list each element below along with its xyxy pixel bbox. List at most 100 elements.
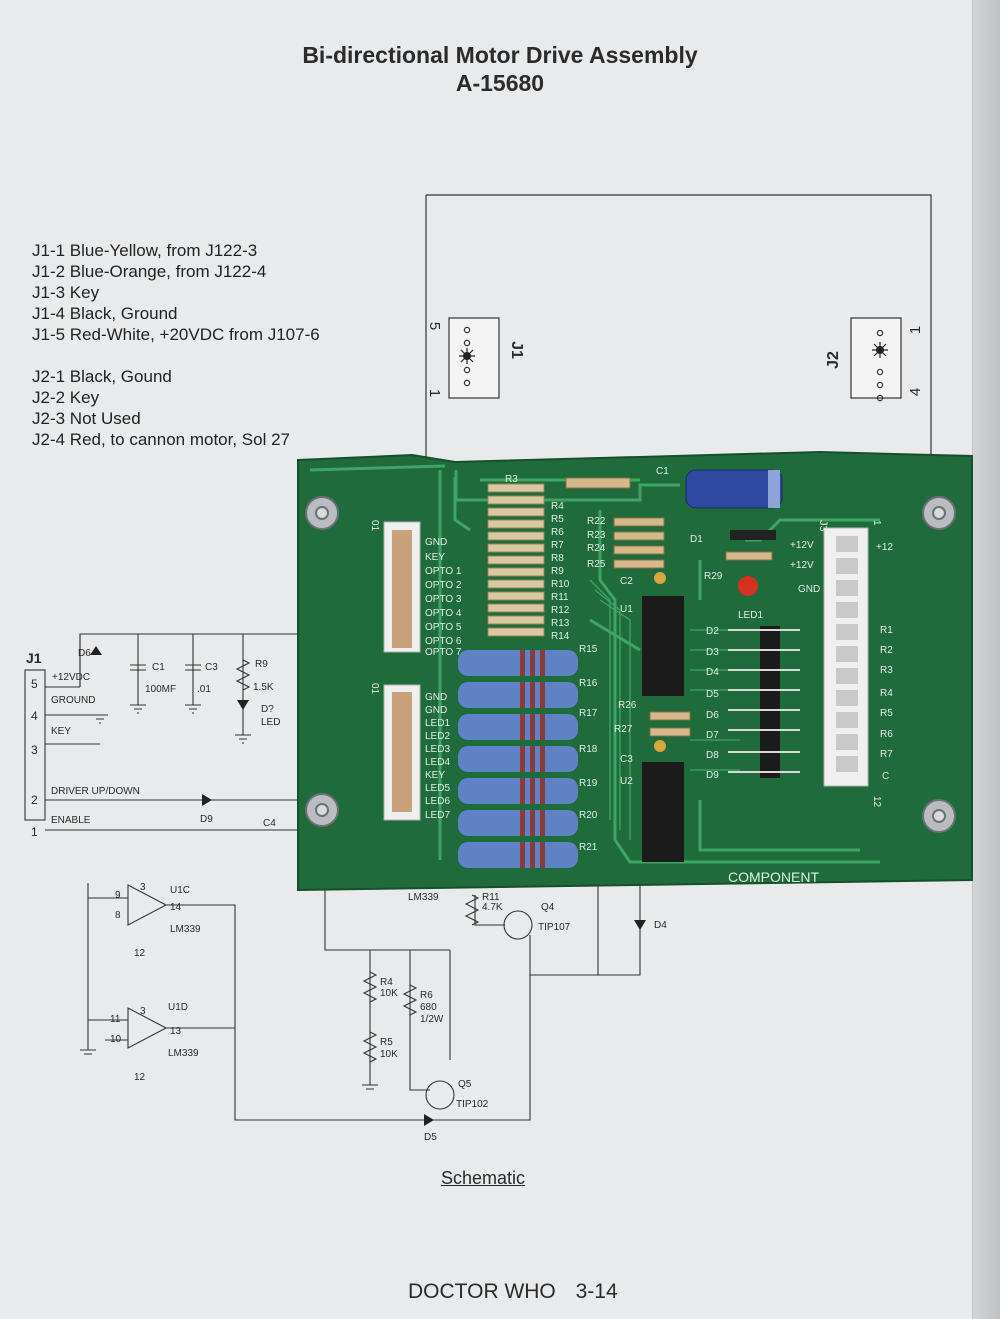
note-j1-5: J1-5 Red-White, +20VDC from J107-6 xyxy=(32,325,320,344)
pcb-j3-r3: R3 xyxy=(880,665,893,676)
top-wiring xyxy=(425,194,932,460)
pcb-led3: LED3 xyxy=(425,744,450,755)
q5-part: TIP102 xyxy=(456,1099,489,1110)
pcb-d8: D8 xyxy=(706,750,719,761)
d9-label: D9 xyxy=(200,814,213,825)
pcb-r27: R27 xyxy=(614,724,633,735)
pcb-r22: R22 xyxy=(587,516,606,527)
pcb-r6: R6 xyxy=(551,527,564,538)
r9-value: 1.5K xyxy=(253,682,274,693)
u1c-pin9: 9 xyxy=(115,890,121,901)
pcb-j3-r4: R4 xyxy=(880,688,893,699)
pcb-d3: D3 xyxy=(706,647,719,658)
u1d-pin12: 12 xyxy=(134,1072,146,1083)
pcb-gnd: GND xyxy=(798,584,820,595)
pcb-led1-label: LED1 xyxy=(738,610,763,621)
pcb-r11: R11 xyxy=(551,592,569,603)
pcb-d6: D6 xyxy=(706,710,719,721)
sch-j1-name: J1 xyxy=(26,650,42,666)
pcb-d5: D5 xyxy=(706,689,719,700)
q4-part: TIP107 xyxy=(538,922,571,933)
pcb-plus12v-b: +12V xyxy=(790,560,814,571)
note-j2-3: J2-3 Not Used xyxy=(32,409,141,428)
c4-label: C4 xyxy=(263,818,276,829)
pcb-r17: R17 xyxy=(579,708,598,719)
resistor-stack-upper xyxy=(487,483,545,637)
pcb-r14: R14 xyxy=(551,631,570,642)
pcb-opto6: OPTO 6 xyxy=(425,636,462,647)
pcb-j3-pin12: 12 xyxy=(871,796,882,808)
pcb-r19: R19 xyxy=(579,778,598,789)
u1c-pin3: 3 xyxy=(140,882,146,893)
pcb-r8: R8 xyxy=(551,553,564,564)
sch-j1-pin5: 5 xyxy=(31,677,38,691)
pcb-d4: D4 xyxy=(706,667,719,678)
j2-top-connector xyxy=(850,317,902,399)
schematic-lines xyxy=(24,633,641,1121)
pcb-r4: R4 xyxy=(551,501,564,512)
note-j1-4: J1-4 Black, Ground xyxy=(32,304,178,323)
q4-label: Q4 xyxy=(541,902,555,913)
pcb-j3-pin1: 1 xyxy=(871,520,882,526)
r5-value: 10K xyxy=(380,1049,398,1060)
d4-label: D4 xyxy=(654,920,667,931)
u1c-label: U1C xyxy=(170,885,190,896)
led-ref: D? xyxy=(261,704,274,715)
r11-value: 4.7K xyxy=(482,902,503,913)
pcb-plus12v-a: +12V xyxy=(790,540,814,551)
pcb-j3-r7: R7 xyxy=(880,749,893,760)
diode-d1 xyxy=(730,530,776,540)
pcb-led4: LED4 xyxy=(425,757,450,768)
pcb-led7: LED7 xyxy=(425,810,450,821)
pcb-j3-r5: R5 xyxy=(880,708,893,719)
pcb-d2: D2 xyxy=(706,626,719,637)
pcb-j3-r6: R6 xyxy=(880,729,893,740)
pcb-r25: R25 xyxy=(587,559,606,570)
pcb-lower-gnd1: GND xyxy=(425,692,447,703)
r9-label: R9 xyxy=(255,659,268,670)
j1-top-pin-high: 5 xyxy=(426,322,443,330)
pcb-led6: LED6 xyxy=(425,796,450,807)
led1 xyxy=(738,576,758,596)
pcb-r3: R3 xyxy=(505,474,518,485)
note-j1-1: J1-1 Blue-Yellow, from J122-3 xyxy=(32,241,258,260)
ic-u2 xyxy=(642,762,684,862)
part-number: A-15680 xyxy=(455,70,545,96)
pcb-opto2: OPTO 2 xyxy=(425,580,462,591)
pcb-left-key: KEY xyxy=(425,552,445,563)
c1-label: C1 xyxy=(152,662,165,673)
schematic-j1-box xyxy=(24,669,46,821)
c1-value: 100MF xyxy=(145,684,176,695)
sch-j1-pin1: 1 xyxy=(31,825,38,839)
pcb-r16: R16 xyxy=(579,678,598,689)
pcb-led5: LED5 xyxy=(425,783,450,794)
j2-top-pin-low: 4 xyxy=(907,388,924,396)
j1-top-label: J1 xyxy=(508,341,525,359)
u1d-pin13: 13 xyxy=(170,1026,182,1037)
u1d-pin10: 10 xyxy=(110,1034,122,1045)
u1c-pin8: 8 xyxy=(115,910,121,921)
pcb-r18: R18 xyxy=(579,744,598,755)
sch-j1-pin2: 2 xyxy=(31,793,38,807)
pcb-d1: D1 xyxy=(690,534,703,545)
pcb-r9: R9 xyxy=(551,566,564,577)
sch-signal-12vdc: +12VDC xyxy=(52,672,90,683)
pcb-r7: R7 xyxy=(551,540,564,551)
schematic-caption: Schematic xyxy=(441,1168,526,1188)
r5-label: R5 xyxy=(380,1037,393,1048)
led-label: LED xyxy=(261,717,280,728)
lm339-mid: LM339 xyxy=(408,892,439,903)
pcb-led2: LED2 xyxy=(425,731,450,742)
sch-signal-ground: GROUND xyxy=(51,695,95,706)
u1d-part: LM339 xyxy=(168,1048,199,1059)
r6-rating: 1/2W xyxy=(420,1014,444,1025)
pcb-c2: C2 xyxy=(620,576,633,587)
pcb-u2: U2 xyxy=(620,776,633,787)
pcb-j3: J3 xyxy=(817,520,829,532)
led-symbol xyxy=(237,700,249,710)
sch-signal-driver: DRIVER UP/DOWN xyxy=(51,786,140,797)
note-j2-1: J2-1 Black, Gound xyxy=(32,367,172,386)
pcb-j3-r2: R2 xyxy=(880,645,893,656)
capacitor-c1 xyxy=(685,469,783,509)
